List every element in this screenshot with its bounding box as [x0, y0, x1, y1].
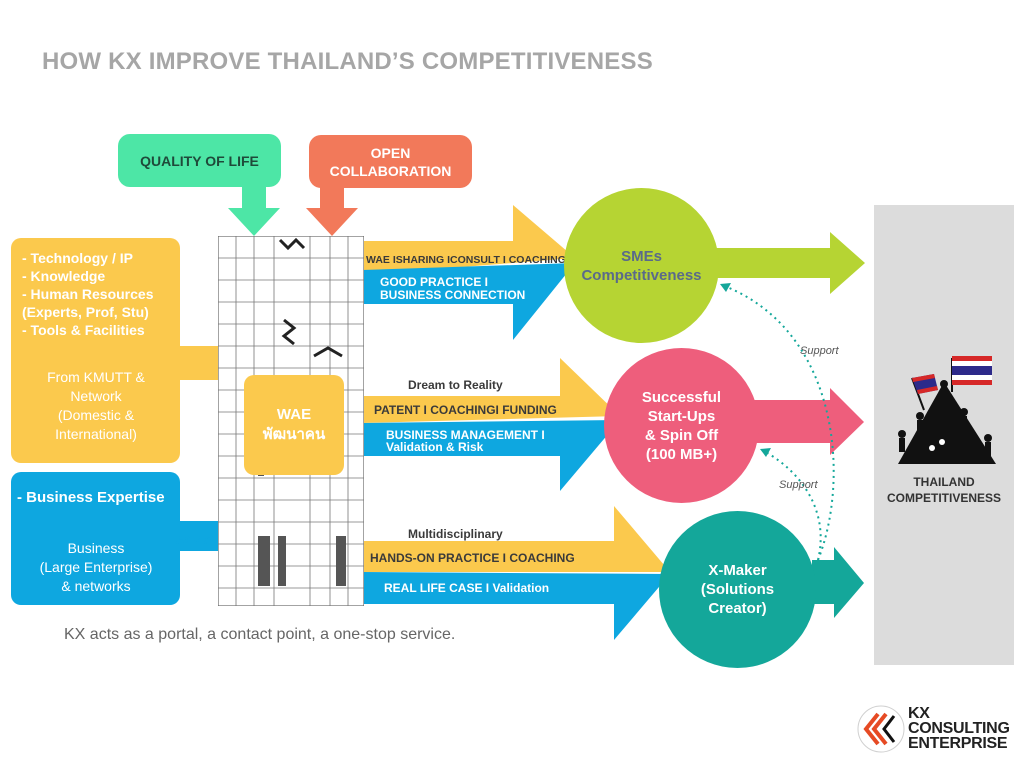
xmaker-line: (Solutions — [700, 581, 775, 598]
source-line: From KMUTT & — [47, 369, 145, 385]
top-arrow-yellow — [362, 205, 575, 275]
logo-line-3: ENTERPRISE — [908, 735, 1008, 752]
support-curve-upper — [721, 284, 835, 561]
sme-out-arrow — [715, 232, 865, 294]
xmaker-out-arrow — [812, 547, 864, 618]
smes-label: SMEs — [621, 247, 662, 265]
xmaker-circle: X-Maker (Solutions Creator) — [659, 511, 816, 668]
startup-out-arrow — [754, 388, 864, 455]
goal-line-1: THAILAND — [913, 475, 975, 489]
resources-connector — [178, 346, 220, 380]
business-network-text: Business (Large Enterprise) & networks — [16, 539, 176, 596]
middle-arrow-caption: Dream to Reality — [408, 378, 503, 392]
kx-logo-icon — [857, 705, 905, 753]
thai-flag-large — [951, 356, 992, 392]
source-line: Network — [70, 388, 122, 404]
logo-line-1: KX — [908, 705, 930, 722]
source-line: (Domestic & — [57, 407, 135, 423]
business-line: & networks — [61, 578, 131, 594]
kx-logo-text: KX CONSULTING ENTERPRISE — [908, 705, 1010, 752]
quality-of-life-label: QUALITY OF LIFE — [140, 152, 259, 169]
business-expertise-heading: - Business Expertise — [17, 489, 165, 506]
middle-arrow-label-2b: Validation & Risk — [386, 440, 484, 454]
resource-item: - Tools & Facilities — [22, 322, 145, 338]
thai-flag-small — [911, 374, 938, 411]
resource-item: - Technology / IP — [22, 250, 133, 266]
top-arrow-blue — [362, 263, 575, 340]
bottom-arrow-caption: Multidisciplinary — [408, 527, 503, 541]
support-label-upper: Support — [800, 345, 839, 357]
top-arrow-label-2b: BUSINESS CONNECTION — [380, 288, 526, 302]
source-line: International) — [55, 426, 137, 442]
competitiveness-label: Competitiveness — [581, 266, 702, 284]
xmaker-line: Creator) — [708, 600, 767, 617]
bottom-arrow-label-1: HANDS-ON PRACTICE I COACHING — [370, 551, 575, 565]
business-connector — [178, 521, 220, 551]
bottom-arrow-label-2: REAL LIFE CASE I Validation — [384, 581, 550, 595]
business-line: Business — [67, 540, 125, 556]
resource-item: - Human Resources — [22, 286, 154, 302]
wae-center-box: WAE พัฒนาคน — [244, 375, 344, 475]
thailand-competitiveness-label: THAILAND COMPETITIVENESS — [874, 474, 1014, 506]
xmaker-line: X-Maker — [708, 562, 767, 579]
resource-item: - Knowledge — [22, 268, 106, 284]
startups-line: Start-Ups — [647, 407, 716, 425]
goal-line-2: COMPETITIVENESS — [886, 491, 1002, 505]
footer-note: KX acts as a portal, a contact point, a … — [64, 626, 456, 643]
logo-line-2: CONSULTING — [908, 720, 1010, 737]
startups-circle: Successful Start-Ups & Spin Off (100 MB+… — [604, 348, 759, 503]
resources-source: From KMUTT & Network (Domestic & Interna… — [16, 368, 176, 444]
climbers-mountain-icon — [898, 356, 996, 464]
page-title: HOW KX IMPROVE THAILAND’S COMPETITIVENES… — [42, 48, 653, 75]
middle-arrow-label-2a: BUSINESS MANAGEMENT I — [386, 428, 545, 442]
help-label: HELP — [176, 532, 214, 548]
support-label-lower: Support — [779, 479, 818, 491]
support-arrowhead-lower — [760, 448, 771, 457]
quality-of-life-tag: QUALITY OF LIFE — [118, 134, 281, 187]
business-line: (Large Enterprise) — [39, 559, 153, 575]
open-collaboration-tag: OPEN COLLABORATION — [309, 135, 472, 188]
resources-box — [11, 238, 180, 463]
open-collaboration-label-2: COLLABORATION — [329, 162, 452, 179]
quality-down-arrow — [228, 182, 280, 236]
support-arrowhead-upper — [720, 283, 731, 292]
collab-down-arrow — [306, 182, 358, 236]
top-arrow-label-1: WAE ISHARING ICONSULT I COACHING — [366, 254, 566, 266]
wae-label: WAE — [276, 406, 312, 423]
startups-line: Successful — [641, 388, 722, 406]
middle-arrow-label-1: PATENT I COACHINGI FUNDING — [374, 403, 557, 417]
middle-arrow-blue — [362, 420, 620, 491]
startups-line: (100 MB+) — [645, 445, 718, 463]
wae-thai-label: พัฒนาคน — [262, 426, 326, 443]
resource-item: (Experts, Prof, Stu) — [22, 304, 149, 320]
top-arrow-label-2a: GOOD PRACTICE I — [380, 275, 489, 289]
startups-line: & Spin Off — [644, 426, 719, 444]
resources-list: - Technology / IP - Knowledge - Human Re… — [22, 249, 153, 339]
middle-arrow-yellow — [362, 358, 620, 423]
open-collaboration-label-1: OPEN — [370, 144, 411, 161]
bottom-arrow-yellow — [362, 506, 670, 572]
smes-competitiveness-circle: SMEs Competitiveness — [564, 188, 719, 343]
business-box — [11, 472, 180, 605]
bottom-arrow-blue — [362, 572, 670, 640]
